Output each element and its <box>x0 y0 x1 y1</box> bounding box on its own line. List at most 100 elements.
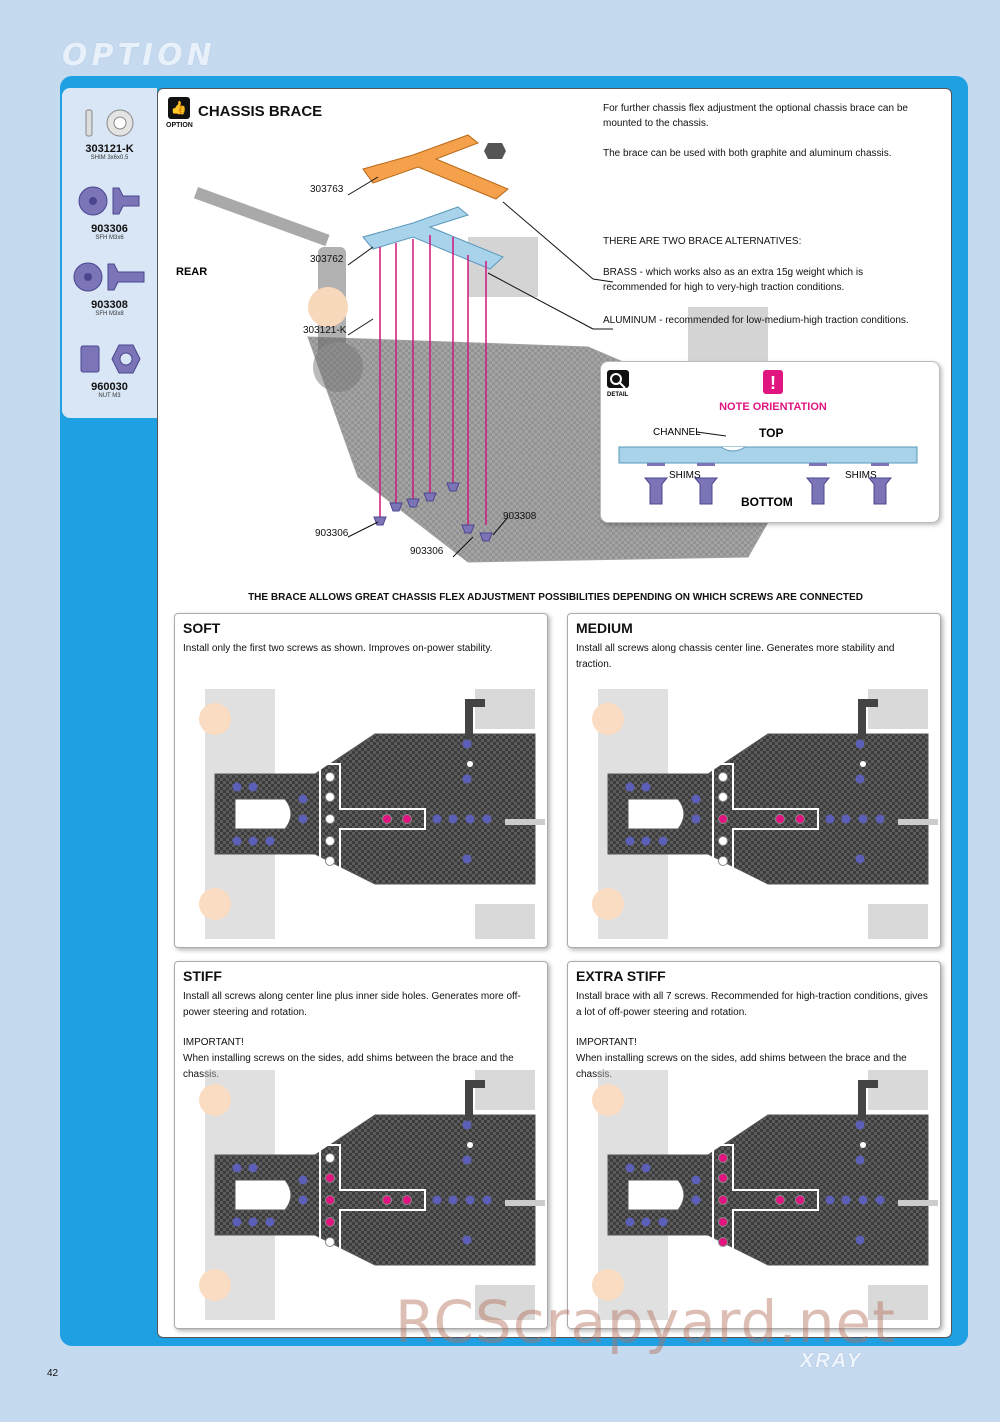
chassis-hole <box>232 836 242 846</box>
chassis-hole <box>232 1163 242 1173</box>
screw-hole-empty <box>718 792 728 802</box>
screw-installed <box>775 1195 785 1205</box>
chassis-hole <box>462 854 472 864</box>
chassis-diagram <box>592 689 938 939</box>
chassis-diagram <box>199 689 545 939</box>
chassis-hole <box>691 1195 701 1205</box>
screw-installed <box>718 1153 728 1163</box>
chassis-hole <box>482 814 492 824</box>
detail-icon <box>607 370 629 389</box>
part-label-903306: 903306 <box>315 528 349 539</box>
chassis-hole <box>875 814 885 824</box>
panel-stiff: STIFF Install all screws along center li… <box>174 961 548 1329</box>
chassis-hole <box>855 739 865 749</box>
screw-installed <box>718 1237 728 1247</box>
chassis-hole <box>825 1195 835 1205</box>
part-code: 303121-K <box>85 143 134 155</box>
chassis-hole <box>841 1195 851 1205</box>
screw-installed <box>402 1195 412 1205</box>
panel-text: Install all screws along chassis center … <box>576 641 931 673</box>
part-code: 960030 <box>91 381 128 393</box>
chassis-hole <box>462 774 472 784</box>
section-title: OPTION <box>62 38 216 73</box>
panel-note: When installing screws on the sides, add… <box>576 1053 907 1080</box>
chassis-hole <box>462 739 472 749</box>
chassis-hole <box>432 1195 442 1205</box>
chassis-hole <box>448 1195 458 1205</box>
chassis-hole <box>855 774 865 784</box>
brass-description: BRASS - which works also as an extra 15g… <box>603 267 864 293</box>
option-label: OPTION <box>166 122 193 129</box>
part-label-303121k: 303121-K <box>303 325 347 336</box>
panel-title: SOFT <box>183 620 221 636</box>
screw-installed <box>402 814 412 824</box>
chassis-hole <box>265 1217 275 1227</box>
panel-title: EXTRA STIFF <box>576 968 666 984</box>
part-desc: NUT M3 <box>98 393 121 399</box>
screw-installed <box>775 814 785 824</box>
intro-paragraph: The brace can be used with both graphite… <box>603 148 892 159</box>
chassis-hole <box>248 782 258 792</box>
content-area: 👍 OPTION CHASSIS BRACE REAR <box>157 88 952 1338</box>
screw-installed <box>382 814 392 824</box>
screw-installed <box>382 1195 392 1205</box>
chassis-hole <box>462 1235 472 1245</box>
chassis-hole <box>298 814 308 824</box>
aluminum-description: ALUMINUM - recommended for low-medium-hi… <box>603 315 909 326</box>
panel-soft: SOFT Install only the first two screws a… <box>174 613 548 948</box>
rear-label: REAR <box>176 266 207 278</box>
part-desc: SFH M3x8 <box>95 311 124 317</box>
chassis-hole <box>448 814 458 824</box>
chassis-hole <box>855 1235 865 1245</box>
thumbs-up-icon: 👍 <box>168 97 190 119</box>
detail-box: DETAIL ! NOTE ORIENTATION CHANNEL TOP SH… <box>600 361 940 523</box>
chassis-hole <box>625 782 635 792</box>
chassis-hole <box>858 1195 868 1205</box>
panel-note: When installing screws on the sides, add… <box>183 1053 514 1080</box>
chassis-hole <box>625 836 635 846</box>
part-label-903306-b: 903306 <box>410 546 444 557</box>
part-desc: SFH M3x6 <box>95 235 124 241</box>
chassis-hole <box>841 814 851 824</box>
screw-icon <box>73 262 144 292</box>
chassis-hole <box>248 1217 258 1227</box>
panel-title: MEDIUM <box>576 620 633 636</box>
screw-hole-empty <box>325 792 335 802</box>
part-desc: SHIM 3x6x0.5 <box>90 155 129 161</box>
chassis-hole <box>855 854 865 864</box>
note-orientation: NOTE ORIENTATION <box>719 401 827 413</box>
chassis-hole <box>298 1195 308 1205</box>
chassis-hole <box>855 1120 865 1130</box>
panel-description: Install brace with all 7 screws. Recomme… <box>576 991 928 1018</box>
part-item: 960030 NUT M3 <box>62 342 157 399</box>
alternatives-heading: THERE ARE TWO BRACE ALTERNATIVES: <box>603 236 802 247</box>
chassis-hole <box>691 814 701 824</box>
panel-extra-stiff: EXTRA STIFF Install brace with all 7 scr… <box>567 961 941 1329</box>
chassis-hole <box>691 794 701 804</box>
channel-label: CHANNEL <box>653 427 701 438</box>
panel-description: Install all screws along chassis center … <box>576 643 895 670</box>
screw-hole-empty <box>325 1237 335 1247</box>
chassis-diagram <box>592 1070 938 1320</box>
chassis-hole <box>641 1217 651 1227</box>
panel-title: STIFF <box>183 968 222 984</box>
part-code: 903308 <box>91 299 128 311</box>
panel-important: IMPORTANT! <box>183 1037 244 1048</box>
screw-installed <box>325 1217 335 1227</box>
parts-sidebar: 303121-K SHIM 3x6x0.5 903306 SFH M3x6 90… <box>62 88 157 418</box>
screw-hole-empty <box>325 1153 335 1163</box>
chassis-hole <box>432 814 442 824</box>
chassis-hole <box>641 782 651 792</box>
chassis-hole <box>465 1195 475 1205</box>
chassis-hole <box>265 836 275 846</box>
chassis-hole <box>482 1195 492 1205</box>
part-label-303763: 303763 <box>310 184 344 195</box>
chassis-hole <box>875 1195 885 1205</box>
chassis-hole <box>248 1163 258 1173</box>
chassis-hole <box>248 836 258 846</box>
washer-icon <box>85 109 133 137</box>
chassis-hole <box>658 836 668 846</box>
panel-medium: MEDIUM Install all screws along chassis … <box>567 613 941 948</box>
panel-text: Install all screws along center line plu… <box>183 989 538 1083</box>
screw-hole-empty <box>718 772 728 782</box>
